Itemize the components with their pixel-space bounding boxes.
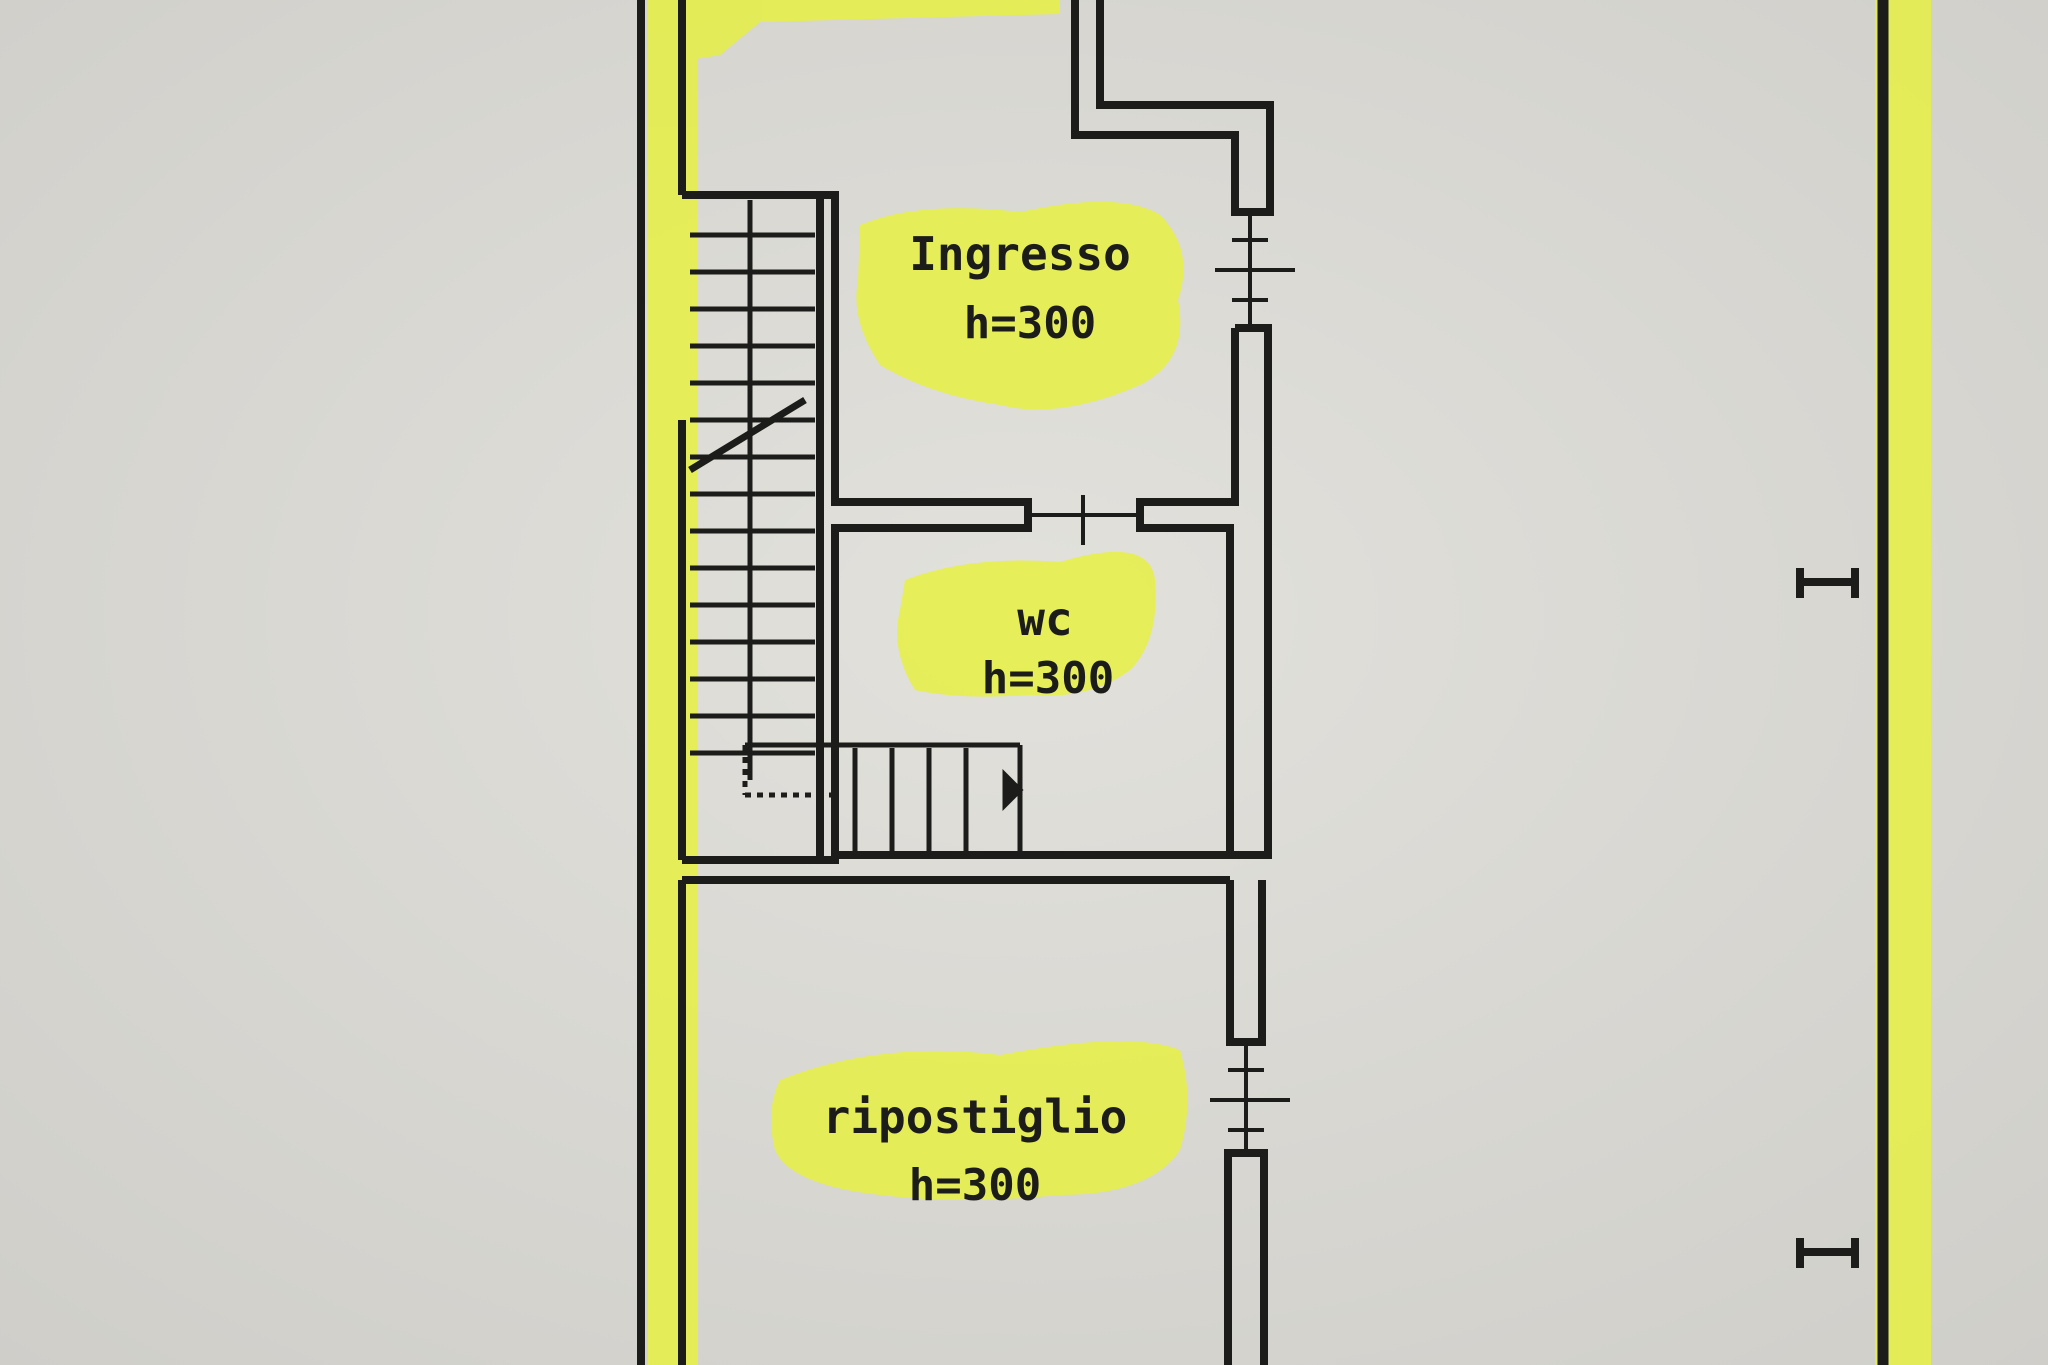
door-marks — [1028, 212, 1295, 1153]
staircase — [688, 200, 1024, 855]
stair-lower-flight — [852, 748, 969, 852]
stair-arrow-icon — [1002, 768, 1024, 812]
stair-break-line — [688, 397, 807, 473]
highlight-ingresso — [856, 201, 1184, 410]
door-ripostiglio — [1210, 1042, 1290, 1153]
door-ingresso — [1215, 212, 1295, 328]
room-height-ripostiglio: h=300 — [909, 1160, 1041, 1211]
partition-right-upper — [1136, 324, 1272, 859]
highlight-left-wall — [648, 0, 698, 1365]
room-name-wc: wc — [1017, 592, 1072, 646]
highlight-ripostiglio — [771, 1041, 1188, 1200]
door-wc — [1028, 495, 1140, 545]
room-labels: Ingresso h=300 wc h=300 ripostiglio h=30… — [823, 227, 1131, 1211]
highlight-top-strip — [690, 0, 1060, 60]
label-highlights — [771, 201, 1188, 1200]
wall-symbols — [1796, 568, 1859, 1268]
room-name-ripostiglio: ripostiglio — [823, 1090, 1128, 1144]
highlight-wc — [897, 551, 1156, 697]
ibeam-icon-lower — [1796, 1238, 1859, 1268]
ibeam-icon-upper — [1796, 568, 1859, 598]
room-name-ingresso: Ingresso — [909, 227, 1131, 281]
top-notch-wall — [1071, 0, 1274, 216]
room-height-ingresso: h=300 — [964, 298, 1096, 349]
room-height-wc: h=300 — [982, 653, 1114, 704]
